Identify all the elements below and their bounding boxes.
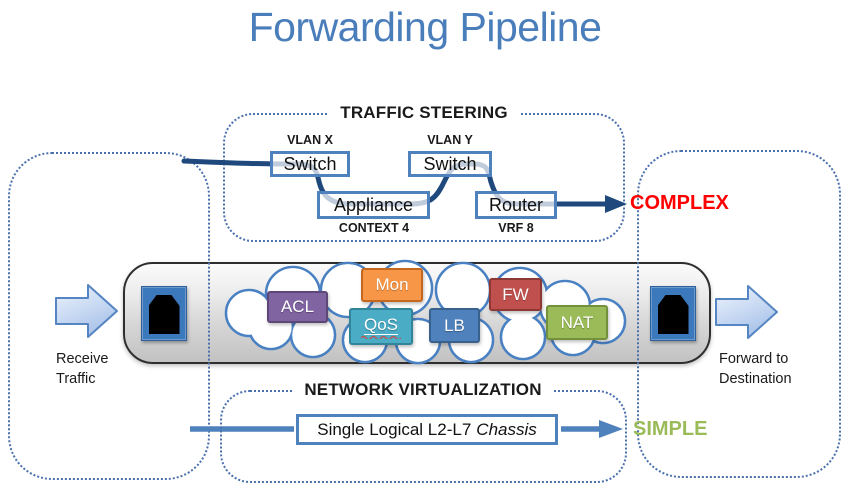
simple-result-label: SIMPLE: [633, 418, 708, 440]
receive-traffic-line2: Traffic: [56, 371, 96, 387]
context-label: CONTEXT 4: [338, 221, 410, 235]
receive-traffic-label: Receive Traffic: [56, 349, 108, 389]
node-switch-vlany: Switch: [408, 151, 492, 177]
egress-port-icon: [650, 286, 696, 341]
vrf-label: VRF 8: [498, 221, 534, 235]
port-connector-shape: [148, 295, 180, 334]
receive-traffic-line1: Receive: [56, 351, 109, 367]
forward-destination-line2: Destination: [719, 371, 792, 387]
service-label: FW: [502, 284, 529, 304]
node-label: Router: [488, 194, 544, 215]
service-label: ACL: [280, 297, 315, 316]
service-box-fw: FW: [489, 278, 542, 311]
node-label: Appliance: [333, 194, 414, 215]
service-label: LB: [444, 315, 465, 335]
service-box-acl: ACL: [267, 291, 328, 323]
forward-destination-label: Forward to Destination: [719, 349, 792, 389]
forward-zone-outline: [637, 150, 841, 478]
port-connector-shape: [657, 295, 689, 334]
service-box-lb: LB: [429, 308, 480, 343]
service-box-mon: Mon: [361, 268, 423, 302]
vlan-y-label: VLAN Y: [427, 133, 473, 147]
traffic-steering-heading: TRAFFIC STEERING: [328, 103, 520, 123]
receive-zone-outline: [8, 152, 210, 480]
service-label: QoS: [363, 314, 399, 335]
node-switch-vlanx: Switch: [270, 151, 350, 177]
service-label: NAT: [560, 312, 594, 332]
chassis-label: Single Logical L2-L7: [317, 419, 472, 439]
complex-result-label: COMPLEX: [630, 192, 729, 214]
chassis-label-italic: Chassis: [476, 419, 537, 439]
node-label: Switch: [283, 153, 337, 174]
service-box-qos: QoS: [349, 308, 413, 345]
node-appliance: Appliance: [317, 191, 430, 219]
page-title: Forwarding Pipeline: [248, 4, 602, 50]
node-label: Switch: [423, 153, 477, 174]
network-virtualization-heading: NETWORK VIRTUALIZATION: [292, 380, 554, 400]
traffic-steering-zone-outline: [223, 113, 625, 242]
node-router: Router: [475, 191, 557, 219]
forward-destination-line1: Forward to: [719, 351, 789, 367]
vlan-x-label: VLAN X: [287, 133, 333, 147]
service-label: Mon: [375, 275, 409, 294]
spellcheck-squiggle-icon: [361, 335, 401, 339]
ingress-port-icon: [141, 286, 187, 341]
service-box-nat: NAT: [546, 305, 608, 340]
single-logical-chassis-box: Single Logical L2-L7 Chassis: [296, 414, 558, 445]
